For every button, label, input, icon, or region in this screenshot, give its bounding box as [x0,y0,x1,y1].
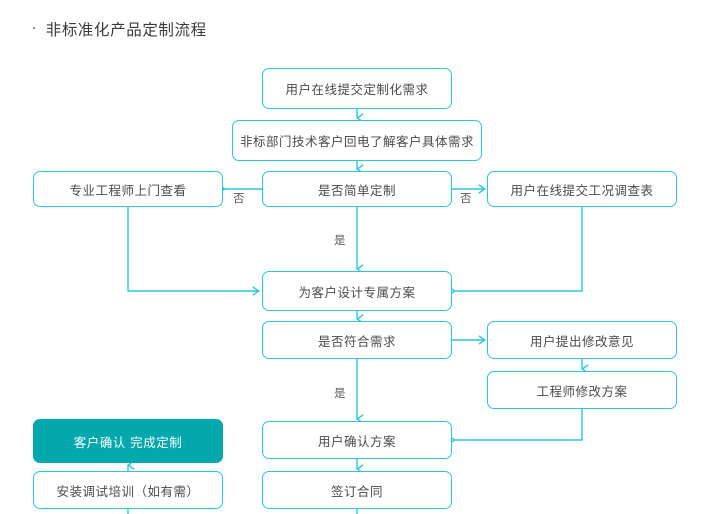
node-label: 用户提出修改意见 [529,333,634,349]
node-user-confirm[interactable]: 用户确认方案 [262,421,452,459]
node-label: 用户确认方案 [317,433,396,449]
node-label: 非标部门技术客户回电了解客户具体需求 [239,134,474,149]
edge-revise-to-confirm [455,408,583,440]
node-design-plan[interactable]: 为客户设计专属方案 [262,271,452,311]
node-label: 是否简单定制 [317,182,396,198]
node-label: 用户在线提交工况调查表 [510,182,654,198]
edge-label-label-yes-2: 是 [334,386,346,400]
edge-label-label-no-left: 否 [233,191,245,205]
node-complete-custom[interactable]: 客户确认 完成定制 [33,419,223,463]
node-survey-form[interactable]: 用户在线提交工况调查表 [487,171,677,207]
page-title: · 非标准化产品定制流程 [32,18,207,40]
node-label: 客户确认 完成定制 [73,434,183,450]
node-meets-need[interactable]: 是否符合需求 [262,321,452,359]
node-install-training[interactable]: 安装调试培训（如有需） [33,471,223,509]
node-label: 用户在线提交定制化需求 [285,82,429,97]
node-label: 是否符合需求 [317,333,396,349]
node-label: 为客户设计专属方案 [298,284,416,300]
edge-label-label-no-right: 否 [460,191,472,205]
node-callback-detail[interactable]: 非标部门技术客户回电了解客户具体需求 [232,120,482,161]
node-sign-contract[interactable]: 签订合同 [262,471,452,509]
node-user-feedback[interactable]: 用户提出修改意见 [487,321,677,359]
edge-label-label-yes-1: 是 [334,233,346,247]
node-submit-request[interactable]: 用户在线提交定制化需求 [262,68,452,109]
node-label: 签订合同 [330,483,383,499]
node-engineer-revise[interactable]: 工程师修改方案 [487,371,677,409]
node-simple-custom[interactable]: 是否简单定制 [262,171,452,207]
node-label: 专业工程师上门查看 [69,182,187,198]
bullet-marker: · [32,22,37,37]
page-title-text: 非标准化产品定制流程 [45,21,207,39]
node-label: 安装调试培训（如有需） [56,483,200,499]
edge-survey-to-design [455,206,583,291]
node-engineer-visit[interactable]: 专业工程师上门查看 [33,171,223,207]
node-label: 工程师修改方案 [536,383,628,399]
edge-engineer-to-design [127,206,260,291]
